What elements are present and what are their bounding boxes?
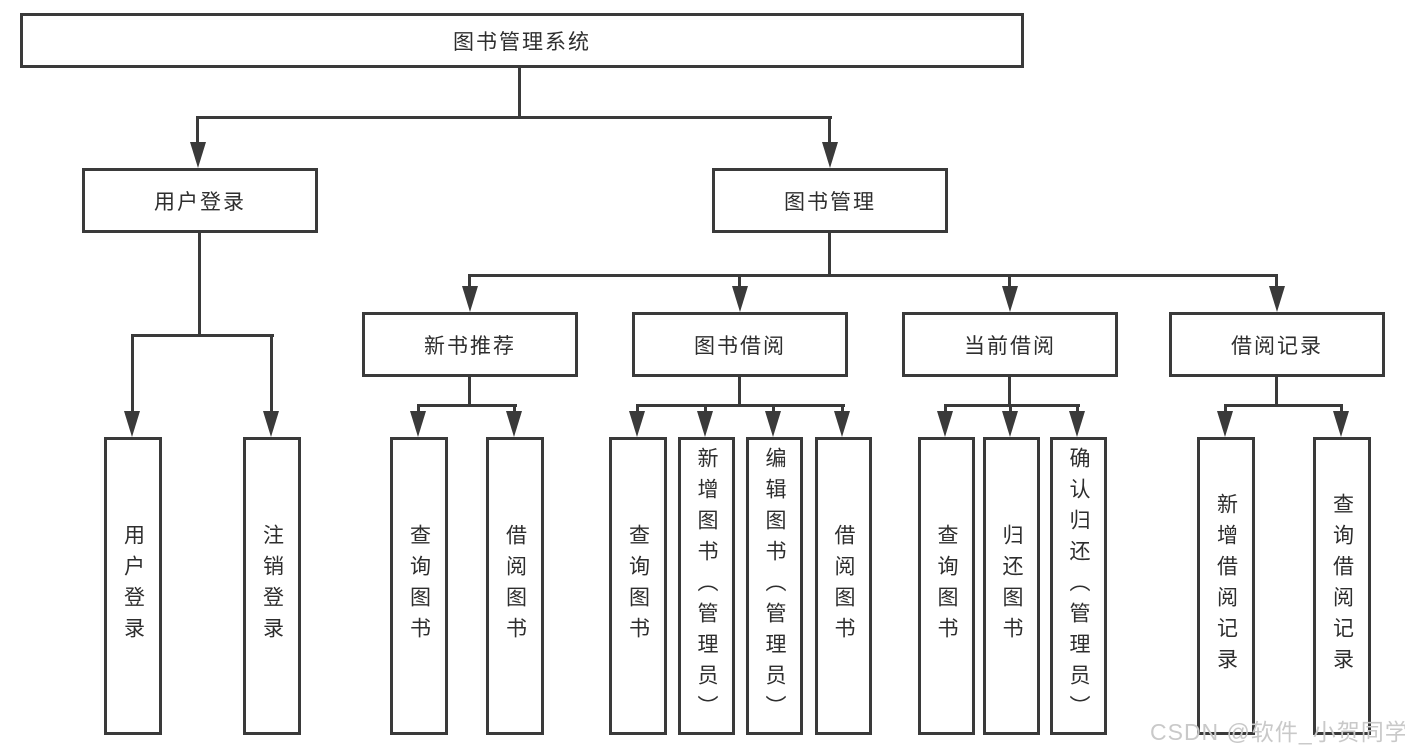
connector-line: [1008, 374, 1011, 407]
connector-line: [518, 68, 521, 119]
arrow-down-icon: [732, 286, 748, 312]
leaf-add-books-admin: 新增图书（管理员）: [678, 437, 735, 735]
connector-line: [738, 274, 741, 290]
leaf-user-login: 用户登录: [104, 437, 162, 735]
leaf-logout: 注销登录: [243, 437, 301, 735]
node-library-system-root: 图书管理系统: [20, 13, 1024, 68]
connector-line: [1008, 274, 1011, 290]
connector-line: [131, 334, 134, 414]
arrow-down-icon: [937, 411, 953, 437]
node-user-login: 用户登录: [82, 168, 318, 233]
arrow-down-icon: [697, 411, 713, 437]
node-current-borrowing: 当前借阅: [902, 312, 1118, 377]
node-book-borrowing: 图书借阅: [632, 312, 848, 377]
arrow-down-icon: [629, 411, 645, 437]
node-borrow-records: 借阅记录: [1169, 312, 1385, 377]
arrow-down-icon: [1217, 411, 1233, 437]
arrow-down-icon: [1002, 286, 1018, 312]
connector-line: [828, 231, 831, 277]
connector-line: [704, 404, 707, 416]
connector-line: [131, 334, 274, 337]
arrow-down-icon: [410, 411, 426, 437]
connector-line: [1224, 404, 1227, 416]
watermark: CSDN @软件_小贺同学: [1150, 719, 1405, 745]
node-book-management: 图书管理: [712, 168, 948, 233]
connector-line: [1340, 404, 1343, 416]
connector-line: [944, 404, 1080, 407]
arrow-down-icon: [822, 142, 838, 168]
connector-line: [468, 274, 471, 290]
connector-line: [270, 334, 273, 414]
arrow-down-icon: [506, 411, 522, 437]
arrow-down-icon: [462, 286, 478, 312]
arrow-down-icon: [765, 411, 781, 437]
connector-line: [738, 374, 741, 407]
connector-line: [198, 231, 201, 337]
leaf-query-books-recommend: 查询图书: [390, 437, 448, 735]
leaf-query-borrow-record: 查询借阅记录: [1313, 437, 1371, 735]
connector-line: [1275, 374, 1278, 407]
connector-line: [513, 404, 516, 416]
node-new-book-recommend: 新书推荐: [362, 312, 578, 377]
connector-line: [417, 404, 517, 407]
connector-line: [196, 116, 199, 146]
leaf-query-books-current: 查询图书: [918, 437, 975, 735]
leaf-borrow-books-recommend: 借阅图书: [486, 437, 544, 735]
connector-line: [944, 404, 947, 416]
connector-line: [772, 404, 775, 416]
leaf-confirm-return-admin: 确认归还（管理员）: [1050, 437, 1107, 735]
connector-line: [828, 116, 831, 146]
arrow-down-icon: [190, 142, 206, 168]
connector-line: [841, 404, 844, 416]
leaf-borrow-books: 借阅图书: [815, 437, 872, 735]
connector-line: [1009, 404, 1012, 416]
leaf-add-borrow-record: 新增借阅记录: [1197, 437, 1255, 735]
arrow-down-icon: [1069, 411, 1085, 437]
leaf-return-books: 归还图书: [983, 437, 1040, 735]
arrow-down-icon: [1269, 286, 1285, 312]
arrow-down-icon: [263, 411, 279, 437]
connector-line: [468, 274, 1278, 277]
leaf-query-books-borrow: 查询图书: [609, 437, 667, 735]
arrow-down-icon: [124, 411, 140, 437]
arrow-down-icon: [834, 411, 850, 437]
connector-line: [1224, 404, 1343, 407]
connector-line: [417, 404, 420, 416]
arrow-down-icon: [1333, 411, 1349, 437]
connector-line: [468, 374, 471, 407]
leaf-edit-books-admin: 编辑图书（管理员）: [746, 437, 803, 735]
connector-line: [636, 404, 845, 407]
connector-line: [196, 116, 832, 119]
arrow-down-icon: [1002, 411, 1018, 437]
connector-line: [1275, 274, 1278, 290]
connector-line: [636, 404, 639, 416]
connector-line: [1076, 404, 1079, 416]
